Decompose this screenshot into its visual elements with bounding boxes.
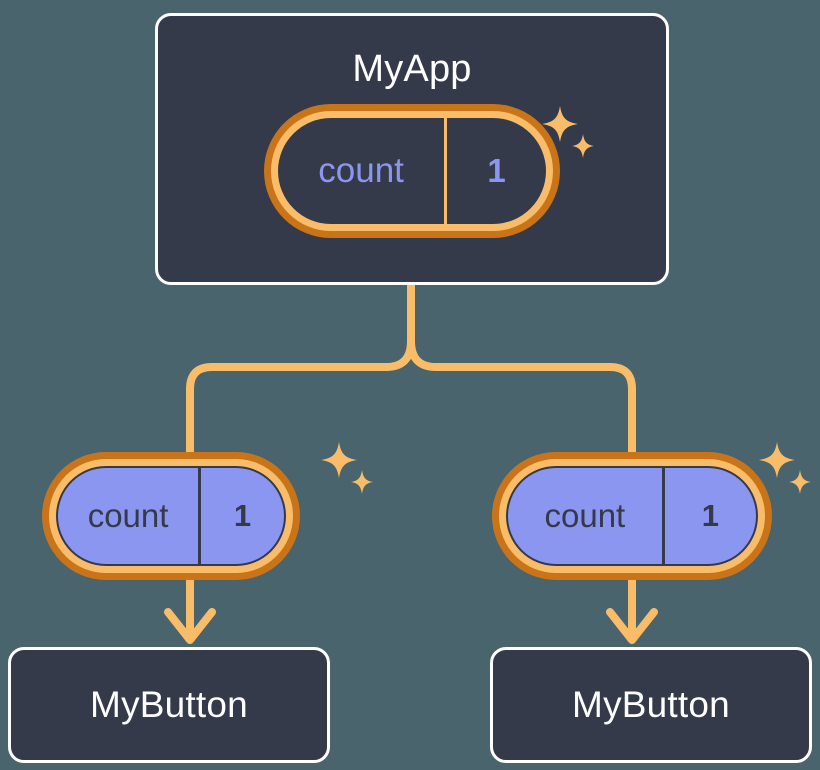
state-pill-body: count 1 <box>278 118 546 224</box>
state-pill-child-right[interactable]: count 1 <box>492 452 772 580</box>
state-pill-ring-inner: count 1 <box>499 459 765 573</box>
state-pill-body: count 1 <box>56 466 286 566</box>
wire-branch-left <box>186 337 415 456</box>
wire-arrow-left-head <box>164 608 216 644</box>
wire-arrow-right-head <box>606 608 658 644</box>
component-label-myapp: MyApp <box>352 48 472 90</box>
state-value-label: 1 <box>661 468 756 564</box>
state-value-label: 1 <box>444 118 546 224</box>
state-key-label: count <box>544 497 626 534</box>
sparkle-icon <box>321 442 373 494</box>
component-node-mybutton-left[interactable]: MyButton <box>8 647 330 763</box>
state-value-label: 1 <box>198 468 284 564</box>
state-pill-ring-inner: count 1 <box>49 459 293 573</box>
component-label-mybutton-left: MyButton <box>90 684 248 725</box>
state-key-label: count <box>87 497 169 534</box>
state-pill-myapp[interactable]: count 1 <box>264 104 560 238</box>
wire-branch-right <box>407 337 636 456</box>
state-pill-child-left[interactable]: count 1 <box>42 452 300 580</box>
state-pill-ring-inner: count 1 <box>271 111 553 231</box>
state-pill-body: count 1 <box>506 466 758 566</box>
component-node-mybutton-right[interactable]: MyButton <box>490 647 812 763</box>
component-label-mybutton-right: MyButton <box>572 684 730 725</box>
state-key-label: count <box>318 151 404 190</box>
